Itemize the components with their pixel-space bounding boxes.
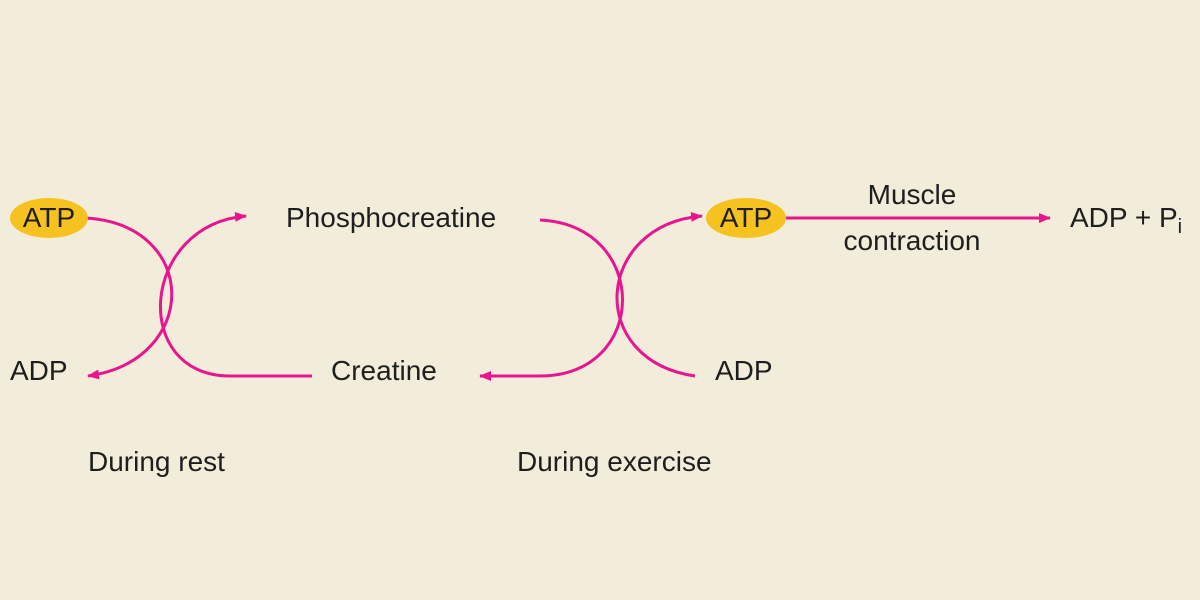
atp-left-highlight: ATP	[10, 198, 88, 238]
during-exercise-label: During exercise	[517, 446, 712, 477]
atp-right-label: ATP	[719, 202, 773, 233]
during-rest-label: During rest	[88, 446, 225, 477]
exercise-phosphocreatine-to-creatine-arrow	[479, 218, 624, 381]
products-label: ADP + Pi	[1070, 202, 1183, 238]
creatine-label: Creatine	[331, 355, 437, 386]
contraction-label: contraction	[843, 225, 981, 256]
products-subscript: i	[1177, 216, 1183, 238]
muscle-label: Muscle	[867, 179, 957, 210]
rest-atp-to-adp-arrow	[85, 216, 174, 380]
exercise-adp-to-atp-arrow	[615, 211, 703, 378]
phosphocreatine-label: Phosphocreatine	[286, 202, 497, 233]
rest-creatine-to-phosphocreatine-arrow	[158, 211, 312, 378]
adp-left-label: ADP	[10, 355, 68, 386]
atp-right-highlight: ATP	[706, 198, 786, 238]
products-text: ADP + P	[1070, 202, 1178, 233]
adp-right-label: ADP	[715, 355, 773, 386]
atp-left-label: ATP	[22, 202, 76, 233]
